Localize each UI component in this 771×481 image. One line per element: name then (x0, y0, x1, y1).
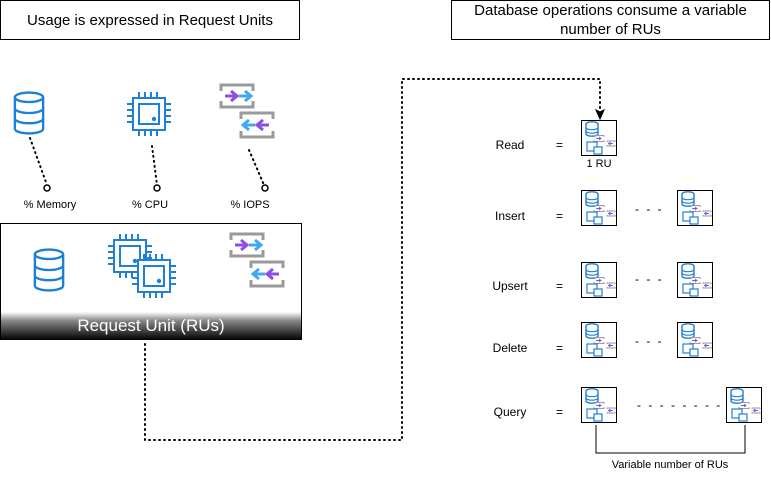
op-upsert-label: Upsert (492, 279, 528, 293)
memory-connector (29, 137, 48, 186)
op-upsert-equals: = (556, 279, 564, 293)
op-delete-equals: = (556, 341, 564, 355)
cpu-connector-end (153, 184, 161, 192)
iops-label: % IOPS (230, 199, 270, 211)
variable-ru-label: Variable number of RUs (611, 459, 729, 471)
op-upsert-dashes: - - - (635, 272, 664, 286)
op-delete-label: Delete (492, 341, 528, 355)
left-panel-title-text: Usage is expressed in Request Units (27, 11, 273, 29)
op-insert-dashes: - - - (635, 202, 664, 216)
ru-doc-icon (677, 262, 713, 298)
iops-connector-end (261, 184, 269, 192)
request-unit-label: Request Unit (RUs) (1, 312, 301, 340)
ru-doc-icon (581, 387, 617, 423)
left-panel-title: Usage is expressed in Request Units (0, 0, 300, 40)
op-delete-dashes: - - - (635, 334, 664, 348)
op-read-equals: = (556, 138, 564, 152)
flow-connector-path (144, 78, 601, 441)
op-query-equals: = (556, 405, 564, 419)
request-unit-box: Request Unit (RUs) (0, 223, 302, 340)
op-insert-equals: = (556, 209, 564, 223)
ru-doc-icon (677, 190, 713, 226)
variable-bracket (595, 425, 746, 454)
memory-label: % Memory (23, 199, 77, 211)
ru-doc-icon (677, 322, 713, 358)
right-panel-title: Database operations consume a variable n… (451, 0, 770, 40)
cpu-connector (151, 145, 158, 186)
flow-connector-arrow (594, 108, 606, 121)
iops-connector (248, 149, 265, 186)
cpu-label: % CPU (131, 199, 169, 211)
right-panel-title-text: Database operations consume a variable n… (474, 2, 747, 38)
ru-doc-icon (726, 387, 762, 423)
memory-connector-end (43, 184, 51, 192)
ru-doc-icon (581, 262, 617, 298)
ru-doc-icon (581, 190, 617, 226)
ru-doc-icon (581, 120, 617, 156)
op-read-cost: 1 RU (586, 158, 612, 170)
op-query-label: Query (493, 405, 527, 419)
op-insert-label: Insert (494, 209, 525, 223)
op-read-label: Read (495, 138, 525, 152)
op-query-dashes: - - - - - - - - (637, 398, 723, 412)
ru-doc-icon (581, 322, 617, 358)
